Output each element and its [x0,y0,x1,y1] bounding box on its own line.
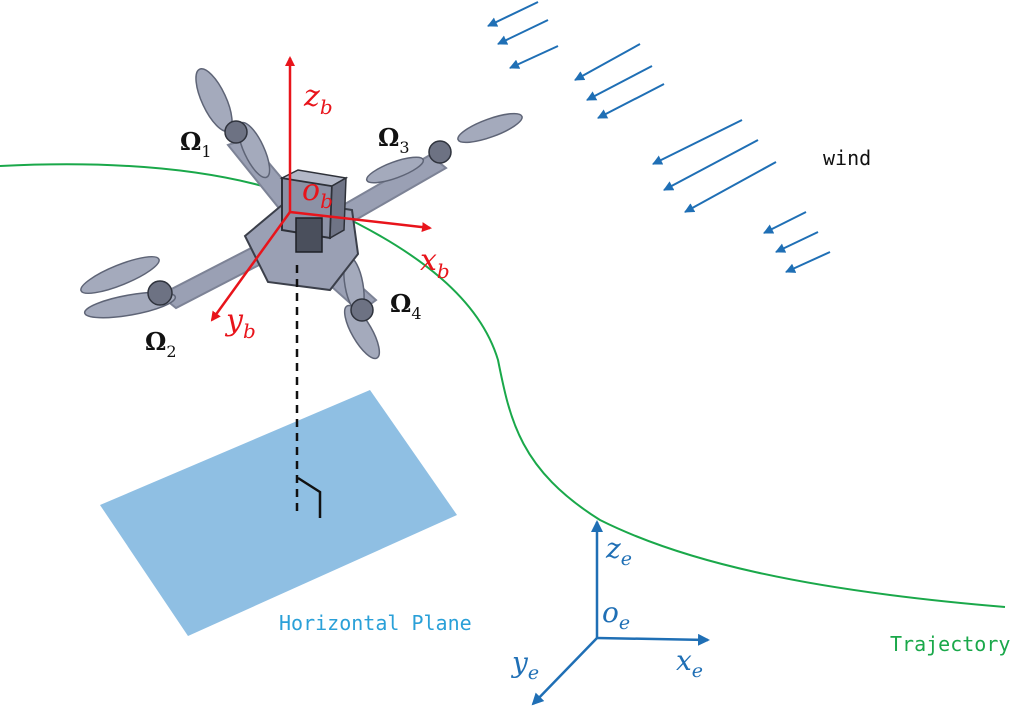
wind-arrow [775,231,819,253]
body-y-axis [210,211,292,322]
body-frame-axes [210,56,432,322]
motor-4 [350,298,374,322]
propeller-3b [365,156,425,184]
earth-frame-axes [531,520,710,706]
wind-arrow [684,161,777,213]
earth-x-axis [596,633,710,646]
wind-arrow [487,1,539,27]
earth-z-label: ze [605,532,632,570]
drone-battery-side [329,176,347,240]
earth-x-label: xe [676,644,703,682]
body-x-axis [289,210,432,233]
right-angle-mark [297,476,322,518]
body-origin-label: ob [302,173,333,213]
propeller-3a [457,112,523,144]
rotor-label-3: Ω3 [378,123,410,157]
wind-arrow [509,45,559,69]
horizontal-plane [100,390,457,636]
quadrotor-drone [80,68,523,360]
earth-origin-label: oe [602,596,630,634]
body-z-label: zb [303,79,333,119]
rotor-label-2: Ω2 [145,327,177,361]
wind-arrow [597,83,665,119]
drone-camera [295,217,323,253]
body-y-label: yb [224,303,256,343]
trajectory-label: Trajectory [890,632,1010,656]
wind-arrow [652,119,743,165]
wind-arrow [663,139,759,191]
horizontal-plane-label: Horizontal Plane [279,611,472,635]
wind-arrow [574,43,641,81]
rotor-label-4: Ω4 [390,289,422,323]
motor-1 [224,120,248,144]
motor-2 [147,280,173,306]
motor-3 [428,140,452,164]
wind-arrow [586,65,653,101]
body-x-label: xb [420,243,450,283]
wind-arrow [785,251,831,273]
wind-arrow [763,211,807,234]
rotor-label-1: Ω1 [180,127,212,161]
wind-arrow [497,19,549,45]
wind-arrows [487,1,831,273]
trajectory-curve [0,163,1006,608]
earth-y-axis [531,637,598,706]
wind-label: wind [823,146,871,170]
propeller-4a [343,304,381,360]
earth-y-label: ye [510,646,539,684]
propeller-2a [80,255,160,295]
